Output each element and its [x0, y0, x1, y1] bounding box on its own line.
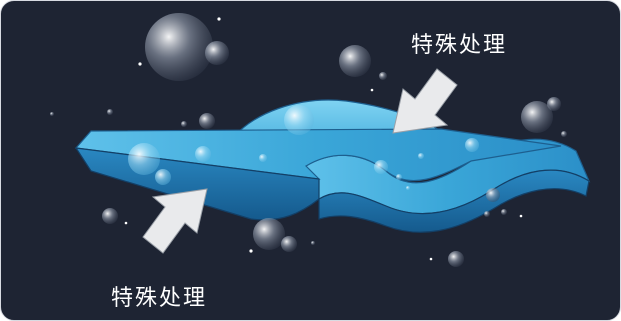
- bubble: [259, 154, 267, 162]
- bubble: [406, 186, 410, 190]
- label-special-treatment-top: 特殊处理: [411, 33, 508, 58]
- bubble: [521, 101, 553, 133]
- sparkles: [124, 17, 523, 261]
- bubble: [396, 174, 402, 180]
- sparkle-icon: [249, 249, 253, 253]
- arrow-bottom-icon: [142, 188, 208, 254]
- bubble: [484, 211, 490, 217]
- bubble: [547, 97, 561, 111]
- bubble: [195, 146, 211, 162]
- sparkle-icon: [519, 214, 523, 218]
- bubble: [448, 251, 464, 267]
- bubble: [418, 153, 424, 159]
- bubble: [50, 112, 54, 116]
- bubble: [339, 45, 371, 77]
- bubble: [253, 218, 285, 250]
- sparkle-icon: [124, 221, 128, 225]
- sparkle-icon: [217, 17, 221, 21]
- label-special-treatment-bottom: 特殊处理: [111, 286, 208, 311]
- bubble: [501, 209, 507, 215]
- sparkle-icon: [370, 88, 374, 92]
- bubble: [561, 131, 567, 137]
- bubble: [311, 241, 315, 245]
- bubble: [155, 169, 171, 185]
- bubble: [284, 105, 314, 135]
- bubble: [145, 13, 213, 81]
- fabric-wave-side: [318, 169, 590, 233]
- sparkle-icon: [429, 257, 433, 261]
- bubble: [465, 138, 479, 152]
- sparkle-icon: [138, 62, 142, 66]
- bubble: [181, 121, 187, 127]
- bubble: [281, 236, 297, 252]
- arrow-top-icon: [392, 68, 458, 134]
- bubble: [199, 113, 215, 129]
- bubble: [102, 208, 118, 224]
- bubble: [486, 188, 500, 202]
- bubble: [107, 109, 113, 115]
- bubble: [374, 160, 388, 174]
- bubble: [205, 41, 229, 65]
- bubble: [379, 72, 387, 80]
- bubble: [128, 143, 160, 175]
- bubbles: [50, 13, 567, 267]
